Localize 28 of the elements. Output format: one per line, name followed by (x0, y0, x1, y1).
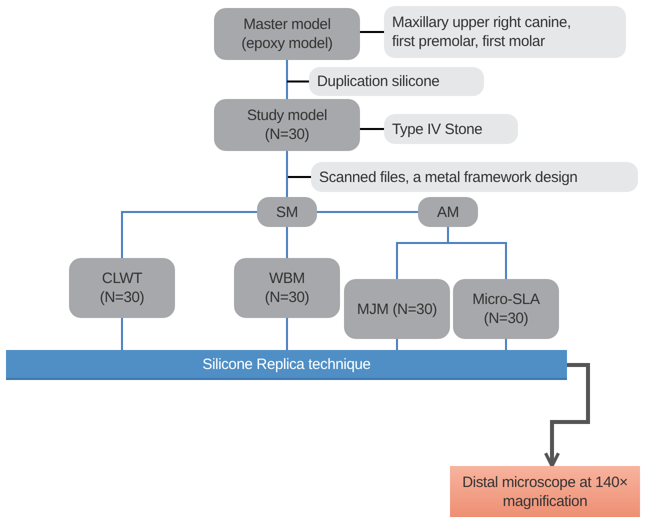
connector-line (360, 31, 384, 33)
note-box: Maxillary upper right canine, first premolar, first molar (384, 6, 626, 58)
connector-line (287, 176, 311, 178)
result-box: Distal microscope at 140× magnification (450, 466, 640, 517)
connector-line (286, 60, 288, 99)
connector-line (121, 318, 123, 350)
process-box: WBM (N=30) (234, 258, 340, 318)
process-box: SM (257, 197, 317, 227)
connector-line (286, 151, 288, 197)
process-bar: Silicone Replica technique (6, 350, 567, 380)
connector-line (286, 227, 288, 258)
connector-line (121, 211, 257, 258)
note-box: Type IV Stone (384, 114, 518, 144)
process-box: AM (418, 197, 478, 227)
note-box: Scanned files, a metal framework design (311, 162, 638, 192)
process-box: Master model (epoxy model) (214, 8, 360, 60)
connector-line (287, 80, 309, 82)
connector-line (360, 128, 384, 130)
connector-line (505, 339, 507, 350)
connector-line (317, 211, 418, 213)
process-box: Micro-SLA (N=30) (453, 279, 559, 339)
connector-line (286, 318, 288, 350)
connector-line (396, 339, 398, 350)
arrow (544, 363, 590, 468)
process-box: MJM (N=30) (344, 279, 450, 339)
process-box: CLWT (N=30) (69, 258, 175, 318)
process-box: Study model (N=30) (214, 99, 360, 151)
note-box: Duplication silicone (309, 67, 484, 96)
